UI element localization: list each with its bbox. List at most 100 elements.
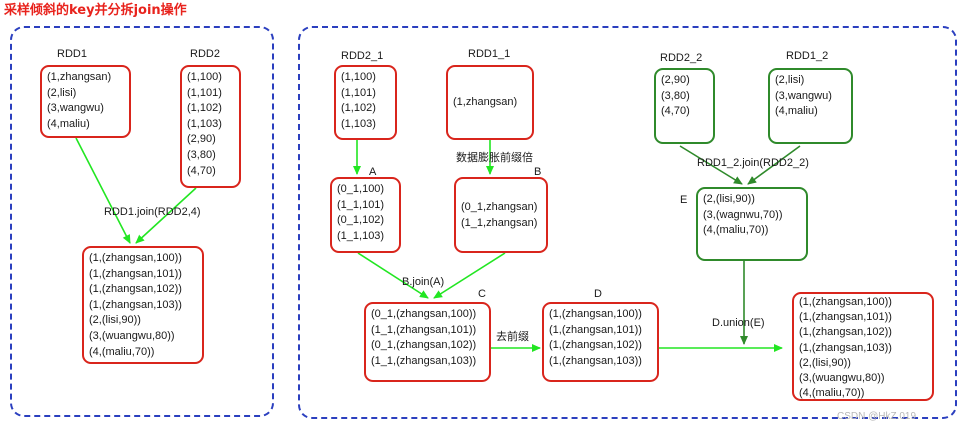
a-label: A xyxy=(369,166,377,178)
rdd1-1-box: (1,zhangsan) xyxy=(446,65,534,140)
box-line: (1,101) xyxy=(341,86,376,99)
rdd1-2-label: RDD1_2 xyxy=(786,50,829,62)
box-line: (2,(lisi,90)) xyxy=(89,314,141,327)
box-line: (4,(maliu,70)) xyxy=(703,224,769,237)
box-line: (0_1,(zhangsan,100)) xyxy=(371,308,477,320)
box-line: (1,102) xyxy=(341,102,376,115)
a-box: (0_1,100)(1_1,101)(0_1,102)(1_1,103) xyxy=(330,177,401,253)
expand-prefix-label: 数据膨胀前缀倍 xyxy=(456,152,533,164)
rdd1-box: (1,zhangsan)(2,lisi)(3,wangwu)(4,maliu) xyxy=(40,65,131,138)
box-line: (3,wangwu) xyxy=(775,89,832,102)
rdd1-1-label: RDD1_1 xyxy=(468,48,511,60)
box-line: (4,maliu) xyxy=(775,105,818,118)
box-line: (1,103) xyxy=(341,117,376,130)
box-line: (4,70) xyxy=(187,164,216,177)
e-box: (2,(lisi,90)) (3,(wagnwu,70)) (4,(maliu,70… xyxy=(696,187,808,261)
rdd2-label: RDD2 xyxy=(190,48,220,60)
box-lines: (1,100)(1,101)(1,102)(1,103)(2,90)(3,80)… xyxy=(187,70,235,179)
box-lines: (1,zhangsan)(2,lisi)(3,wangwu)(4,maliu) xyxy=(47,70,125,132)
box-line: (1_1,103) xyxy=(337,229,385,242)
b-box: (0_1,zhangsan)(1_1,zhangsan) xyxy=(454,177,548,253)
d-box: (1,(zhangsan,100)) (1,(zhangsan,101)) (1,(… xyxy=(542,302,659,382)
box-line: (1,(zhangsan,102)) xyxy=(549,339,642,352)
rdd2-2-box: (2,90) (3,80) (4,70) xyxy=(654,68,715,144)
box-line: (1,102) xyxy=(187,102,222,115)
box-line: (1,(zhangsan,101)) xyxy=(89,267,182,280)
b-label: B xyxy=(534,166,542,178)
box-line: (3,80) xyxy=(661,89,690,102)
box-line: (1_1,101) xyxy=(337,198,385,211)
box-lines: (2,(lisi,90)) (3,(wagnwu,70)) (4,(maliu,70… xyxy=(703,192,802,239)
box-line: (2,(lisi,90)) xyxy=(799,356,851,369)
c-label: C xyxy=(478,288,486,300)
box-lines: (1,(zhangsan,100)) (1,(zhangsan,101)) (1,(… xyxy=(549,307,653,369)
union-label: D.union(E) xyxy=(712,317,765,329)
left-panel xyxy=(10,26,274,417)
arrow-a-to-c xyxy=(357,252,429,299)
box-line: (1,101) xyxy=(187,86,222,99)
box-line: (1,(zhangsan,100)) xyxy=(799,296,892,308)
box-lines: (1,(zhangsan,100)) (1,(zhangsan,101)) (1,(… xyxy=(799,295,928,400)
box-line: (1,(zhangsan,100)) xyxy=(549,308,642,320)
box-line: (2,(lisi,90)) xyxy=(703,193,755,205)
left-result-box: (1,(zhangsan,100)) (1,(zhangsan,101)) (1,(… xyxy=(82,246,204,364)
box-line: (2,90) xyxy=(661,74,690,86)
box-lines: (0_1,zhangsan)(1_1,zhangsan) xyxy=(461,200,537,231)
arrow-rdd1-2-to-e xyxy=(747,145,801,185)
box-line: (4,70) xyxy=(661,105,690,118)
box-line: (1,(zhangsan,103)) xyxy=(799,341,892,354)
arrow-b-to-c xyxy=(433,252,506,299)
box-line: (2,90) xyxy=(187,133,216,146)
join-b-a-label: B.join(A) xyxy=(402,276,445,288)
box-lines: (1,100) (1,101) (1,102) (1,103) xyxy=(341,70,391,132)
box-line: (1,100) xyxy=(341,71,376,83)
rdd2-box: (1,100)(1,101)(1,102)(1,103)(2,90)(3,80)… xyxy=(180,65,241,188)
left-join-label: RDD1.join(RDD2,4) xyxy=(104,206,201,218)
box-line: (1,zhangsan) xyxy=(453,96,518,109)
box-lines: (2,90) (3,80) (4,70) xyxy=(661,73,709,120)
box-line: (1,(zhangsan,101)) xyxy=(799,311,892,324)
strip-prefix-label: 去前缀 xyxy=(496,331,529,343)
box-line: (0_1,zhangsan) xyxy=(461,200,538,213)
box-line: (1_1,(zhangsan,101)) xyxy=(371,323,477,336)
box-line: (1,(zhangsan,103)) xyxy=(549,354,642,367)
box-line: (4,(maliu,70)) xyxy=(799,387,865,400)
e-label: E xyxy=(680,194,688,206)
box-line: (2,lisi) xyxy=(47,86,77,99)
d-label: D xyxy=(594,288,602,300)
rdd1-label: RDD1 xyxy=(57,48,87,60)
box-line: (1,(zhangsan,102)) xyxy=(89,283,182,296)
rdd1-2-box: (2,lisi) (3,wangwu) (4,maliu) xyxy=(768,68,853,144)
box-lines: (0_1,100)(1_1,101)(0_1,102)(1_1,103) xyxy=(337,182,395,244)
page-title: 采样倾斜的key并分拆join操作 xyxy=(4,3,187,18)
box-line: (1,(zhangsan,101)) xyxy=(549,323,642,336)
box-line: (2,lisi) xyxy=(775,74,805,86)
box-line: (3,(wagnwu,70)) xyxy=(703,208,783,221)
box-lines: (1,zhangsan) xyxy=(453,95,517,111)
arrow-rdd2-to-result xyxy=(135,187,197,244)
box-lines: (2,lisi) (3,wangwu) (4,maliu) xyxy=(775,73,847,120)
box-line: (1,(zhangsan,100)) xyxy=(89,252,182,264)
box-line: (3,(wuangwu,80)) xyxy=(799,372,885,385)
box-line: (4,(maliu,70)) xyxy=(89,345,155,358)
right-panel xyxy=(298,26,957,419)
box-line: (3,(wuangwu,80)) xyxy=(89,329,175,342)
box-line: (1,zhangsan) xyxy=(47,71,112,83)
c-box: (0_1,(zhangsan,100)) (1_1,(zhangsan,101))… xyxy=(364,302,491,382)
rdd2-1-label: RDD2_1 xyxy=(341,50,384,62)
box-line: (1,103) xyxy=(187,117,222,130)
box-line: (1,(zhangsan,102)) xyxy=(799,326,892,339)
watermark: CSDN @HkZ.019 xyxy=(837,411,917,422)
box-line: (0_1,102) xyxy=(337,214,385,227)
arrow-rdd2-2-to-e xyxy=(679,145,743,185)
box-line: (1,(zhangsan,103)) xyxy=(89,298,182,311)
join-rdd1-2-rdd2-2-label: RDD1_2.join(RDD2_2) xyxy=(697,157,809,169)
box-line: (1_1,(zhangsan,103)) xyxy=(371,354,477,367)
box-lines: (0_1,(zhangsan,100)) (1_1,(zhangsan,101))… xyxy=(371,307,485,369)
final-result-box: (1,(zhangsan,100)) (1,(zhangsan,101)) (1,(… xyxy=(792,292,934,401)
rdd2-1-box: (1,100) (1,101) (1,102) (1,103) xyxy=(334,65,397,140)
box-line: (3,80) xyxy=(187,148,216,161)
arrow-rdd1-to-result xyxy=(75,137,131,244)
box-line: (3,wangwu) xyxy=(47,102,104,115)
